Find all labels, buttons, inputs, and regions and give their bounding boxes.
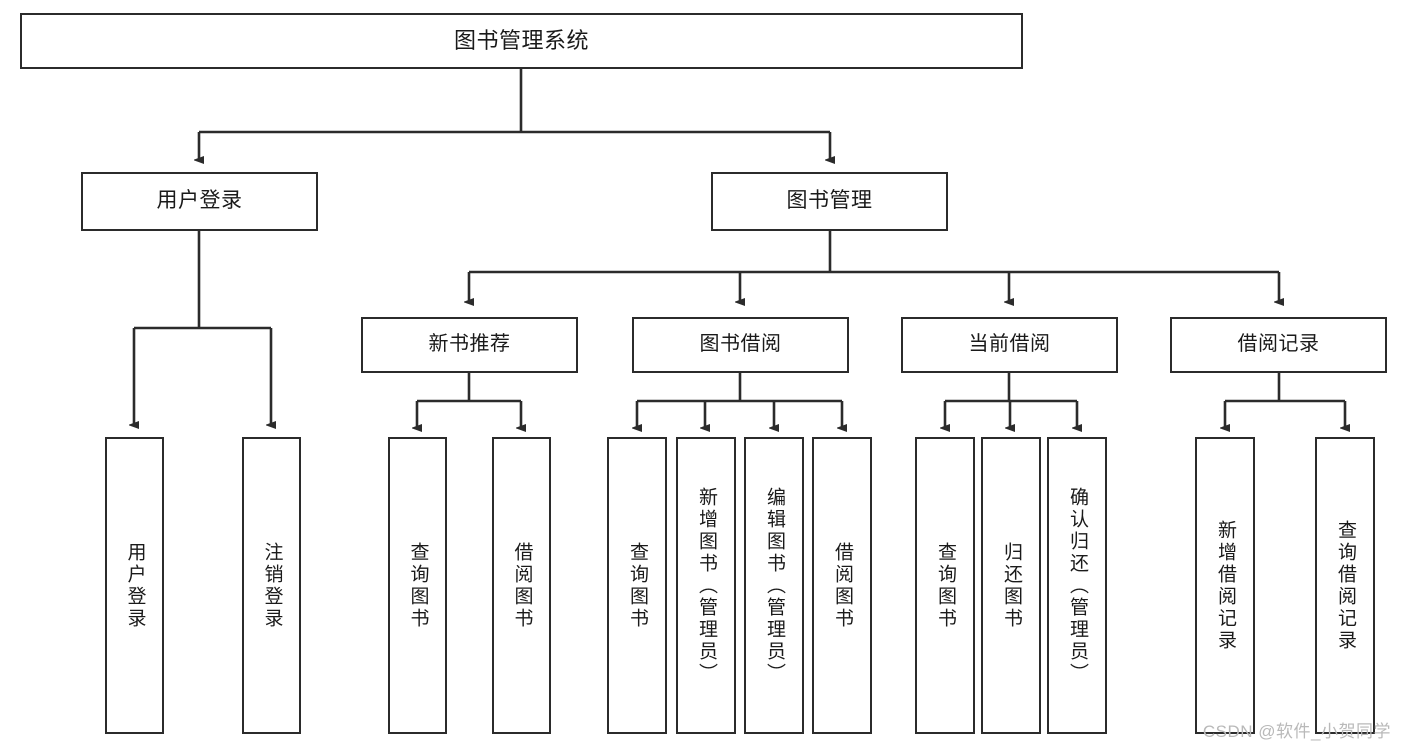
node-leaf-user-logout[interactable]: 注销登录 xyxy=(242,437,301,734)
node-leaf-borrow-edit-label: 编辑图书（管理员） xyxy=(763,486,785,685)
node-leaf-rec-query-label: 查询图书 xyxy=(407,541,429,630)
node-new-book-rec[interactable]: 新书推荐 xyxy=(361,317,578,373)
node-leaf-user-login-label: 用户登录 xyxy=(124,541,146,630)
node-current-borrow-label: 当前借阅 xyxy=(968,333,1051,356)
node-borrow-record[interactable]: 借阅记录 xyxy=(1170,317,1387,373)
node-leaf-rec-query2-label: 查询借阅记录 xyxy=(1334,519,1356,652)
node-user-login-label: 用户登录 xyxy=(156,189,243,213)
node-root-label: 图书管理系统 xyxy=(453,28,589,54)
node-leaf-user-logout-label: 注销登录 xyxy=(261,541,283,630)
node-leaf-borrow-lend-label: 借阅图书 xyxy=(831,541,853,630)
node-leaf-rec-add[interactable]: 新增借阅记录 xyxy=(1195,437,1255,734)
node-leaf-cur-return[interactable]: 归还图书 xyxy=(981,437,1041,734)
node-leaf-user-login[interactable]: 用户登录 xyxy=(105,437,164,734)
node-leaf-cur-query-label: 查询图书 xyxy=(934,541,956,630)
node-leaf-cur-confirm[interactable]: 确认归还（管理员） xyxy=(1047,437,1107,734)
node-leaf-borrow-query[interactable]: 查询图书 xyxy=(607,437,667,734)
node-borrow-record-label: 借阅记录 xyxy=(1237,333,1320,356)
node-new-book-rec-label: 新书推荐 xyxy=(428,333,511,356)
node-book-manage[interactable]: 图书管理 xyxy=(711,172,948,231)
node-book-manage-label: 图书管理 xyxy=(786,189,873,213)
node-leaf-cur-query[interactable]: 查询图书 xyxy=(915,437,975,734)
node-leaf-rec-borrow[interactable]: 借阅图书 xyxy=(492,437,551,734)
node-current-borrow[interactable]: 当前借阅 xyxy=(901,317,1118,373)
node-leaf-rec-add-label: 新增借阅记录 xyxy=(1214,519,1236,652)
node-leaf-borrow-edit[interactable]: 编辑图书（管理员） xyxy=(744,437,804,734)
node-root[interactable]: 图书管理系统 xyxy=(20,13,1023,69)
node-leaf-rec-query[interactable]: 查询图书 xyxy=(388,437,447,734)
node-leaf-borrow-add[interactable]: 新增图书（管理员） xyxy=(676,437,736,734)
node-leaf-borrow-query-label: 查询图书 xyxy=(626,541,648,630)
node-leaf-borrow-add-label: 新增图书（管理员） xyxy=(695,486,717,685)
node-book-borrow[interactable]: 图书借阅 xyxy=(632,317,849,373)
node-leaf-rec-query2[interactable]: 查询借阅记录 xyxy=(1315,437,1375,734)
watermark: CSDN @软件_小贺同学 xyxy=(1202,722,1391,741)
node-user-login[interactable]: 用户登录 xyxy=(81,172,318,231)
node-leaf-rec-borrow-label: 借阅图书 xyxy=(511,541,533,630)
node-book-borrow-label: 图书借阅 xyxy=(699,333,782,356)
node-leaf-cur-return-label: 归还图书 xyxy=(1000,541,1022,630)
node-leaf-borrow-lend[interactable]: 借阅图书 xyxy=(812,437,872,734)
node-leaf-cur-confirm-label: 确认归还（管理员） xyxy=(1066,486,1088,685)
